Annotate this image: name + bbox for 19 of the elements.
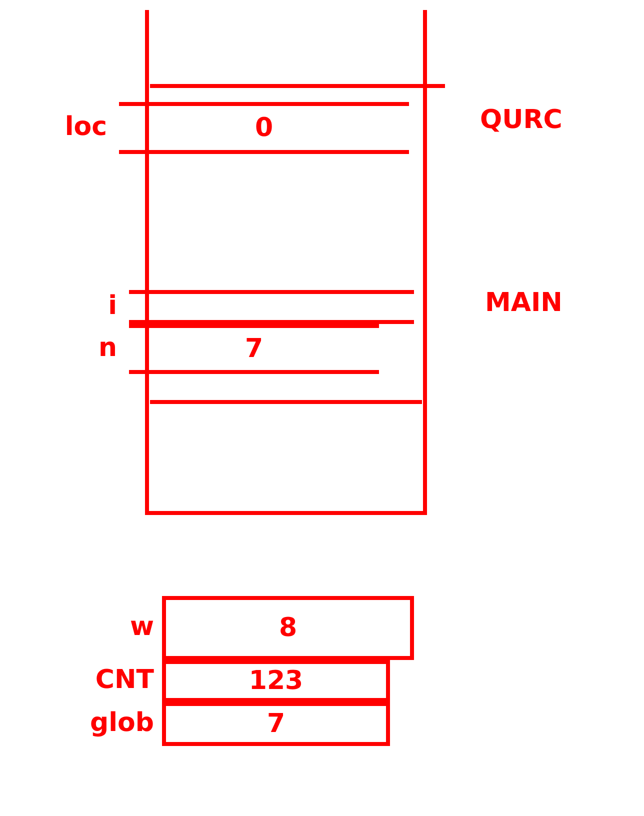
frame-name: QURC xyxy=(480,105,562,135)
stack-slot xyxy=(129,324,379,374)
variable-name: n xyxy=(98,333,117,363)
stack-slot xyxy=(129,290,414,324)
global-variable-slot xyxy=(162,660,390,702)
slot-value: 0 xyxy=(254,113,274,143)
variable-name: w xyxy=(130,612,154,642)
slot-value: 7 xyxy=(244,334,264,364)
variable-name: glob xyxy=(90,708,154,738)
global-variable-slot xyxy=(162,702,390,746)
variable-name: CNT xyxy=(95,665,154,695)
slot-value: 8 xyxy=(278,613,298,643)
slot-value: 123 xyxy=(248,666,304,696)
global-variable-slot xyxy=(162,596,414,660)
variable-name: i xyxy=(108,291,117,321)
stack-slot xyxy=(119,102,409,154)
frame-name: MAIN xyxy=(485,288,562,318)
variable-name: loc xyxy=(64,112,107,142)
slot-value: 7 xyxy=(266,709,286,739)
